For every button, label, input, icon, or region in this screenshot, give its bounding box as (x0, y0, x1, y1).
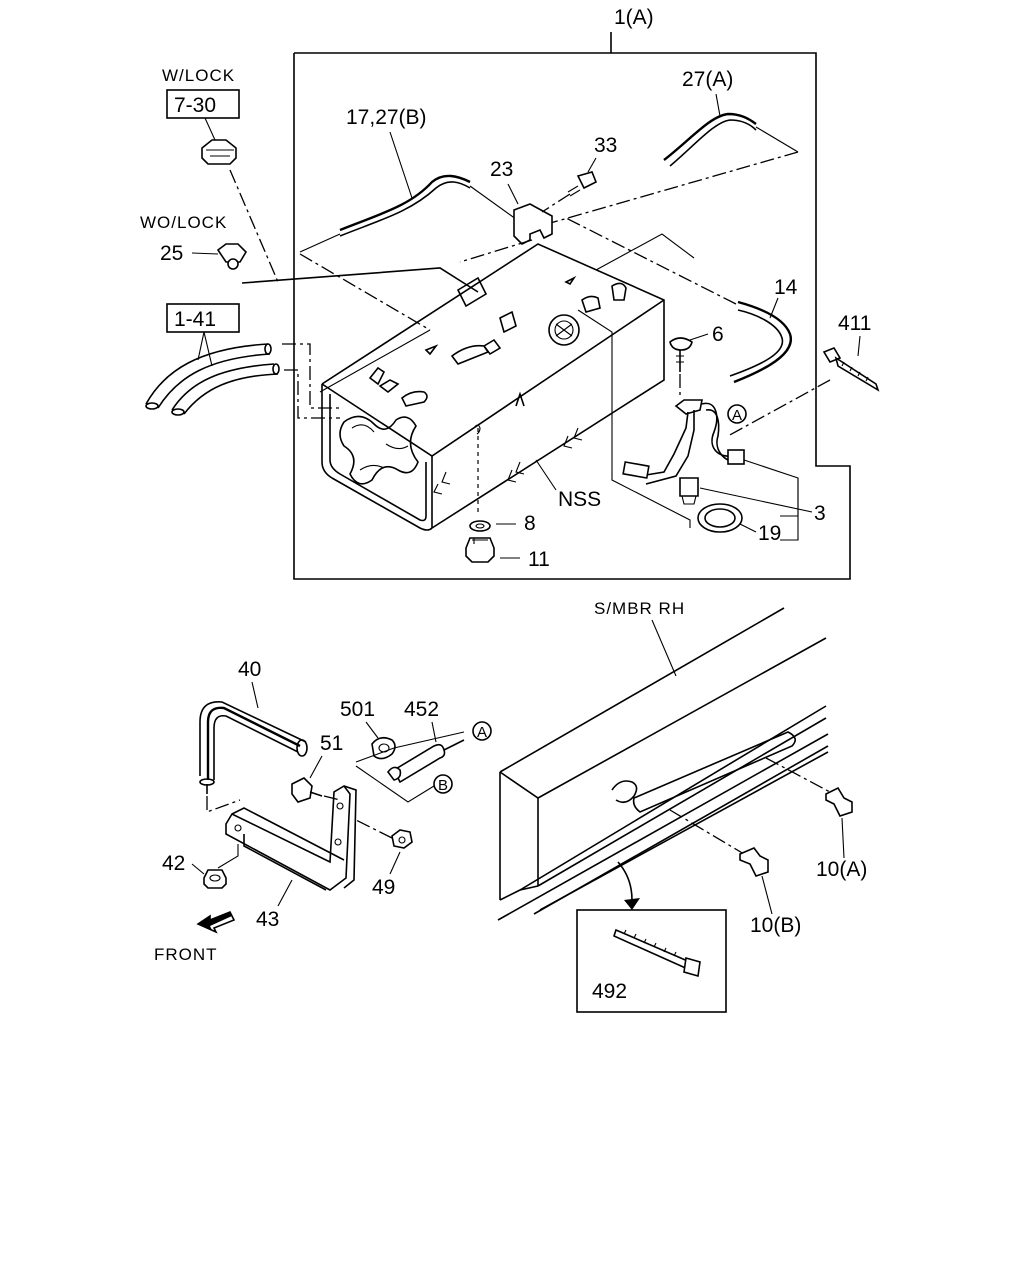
circle-callout-a-top: A (727, 404, 747, 424)
screw-6: 6 (669, 323, 724, 398)
front-direction-arrow: FRONT (154, 910, 236, 964)
label-w-lock: W/LOCK (162, 66, 235, 85)
label-17-27b: 17,27(B) (346, 106, 427, 129)
nut-49: 49 (355, 819, 413, 899)
label-nss: NSS (558, 488, 601, 511)
bolt-51: 51 (291, 732, 343, 803)
frame-side-member-rh: S/MBR RH (497, 599, 831, 921)
label-492: 492 (592, 980, 627, 1003)
label-front: FRONT (154, 945, 218, 964)
hose-17-27b: 17,27(B) (299, 106, 521, 393)
clip-10b: 10(B) (739, 847, 801, 937)
label-43: 43 (256, 908, 279, 931)
hose-27a: 27(A) (539, 68, 799, 227)
circle-callout-a-bottom: A (472, 721, 492, 741)
main-assembly-frame (293, 32, 851, 580)
label-33: 33 (594, 134, 617, 157)
label-7-30: 7-30 (174, 94, 216, 117)
tank-band-40: 40 (199, 658, 308, 813)
label-501: 501 (340, 698, 375, 721)
label-3: 3 (814, 502, 826, 525)
cable-tie-411: 411 (727, 312, 880, 437)
nut-42: 42 (162, 844, 239, 889)
grommet-501: 501 (340, 698, 396, 760)
fuel-cap-with-lock: W/LOCK 7-30 (162, 66, 279, 283)
fuel-sender-unit-3: 3 (577, 233, 826, 541)
label-40: 40 (238, 658, 261, 681)
label-wo-lock: WO/LOCK (140, 213, 227, 232)
label-6: 6 (712, 323, 724, 346)
label-8: 8 (524, 512, 536, 535)
label-14: 14 (774, 276, 798, 299)
connector-452: 452 (355, 698, 465, 803)
drain-plug-parts: 8 11 (465, 424, 550, 571)
label-s-mbr-rh: S/MBR RH (594, 599, 685, 618)
circle-b-text: B (438, 777, 448, 794)
label-11: 11 (528, 548, 550, 571)
label-10a: 10(A) (816, 858, 867, 881)
detail-box-tie-492: 492 (576, 861, 727, 1013)
label-1-41: 1-41 (174, 308, 216, 331)
ref-box-1-41 (166, 303, 240, 333)
label-42: 42 (162, 852, 185, 875)
circle-callout-b: B (433, 774, 453, 794)
label-1a: 1(A) (614, 6, 654, 29)
fuel-cap-without-lock: WO/LOCK 25 (140, 213, 479, 293)
circle-a-top-text: A (732, 407, 742, 424)
clip-10a: 10(A) (816, 786, 867, 881)
hose-14: 14 (565, 217, 798, 384)
fuel-tank (321, 243, 665, 531)
label-19: 19 (758, 522, 781, 545)
label-51: 51 (320, 732, 343, 755)
label-411: 411 (838, 312, 871, 335)
label-452: 452 (404, 698, 439, 721)
label-25: 25 (160, 242, 183, 265)
gasket-19: 19 (697, 503, 781, 545)
label-10b: 10(B) (750, 914, 801, 937)
label-27a: 27(A) (682, 68, 733, 91)
ref-box-7-30 (166, 89, 240, 119)
label-49: 49 (372, 876, 395, 899)
tank-bracket-43: 43 (225, 784, 357, 931)
bracket-23: 23 33 (459, 134, 617, 263)
filler-pipes: 1-41 (145, 303, 340, 419)
circle-a-bottom-text: A (477, 724, 487, 741)
label-23: 23 (490, 158, 513, 181)
